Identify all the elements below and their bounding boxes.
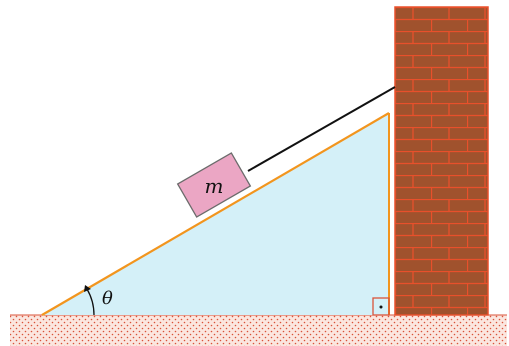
- right-angle-dot: [379, 305, 383, 309]
- ground: [10, 315, 507, 346]
- angle-label: θ: [102, 288, 113, 309]
- angle-arrow-icon: [84, 285, 91, 292]
- block: [176, 152, 252, 218]
- incline-surface: [41, 112, 390, 316]
- rope: [247, 86, 396, 172]
- right-angle-marker-icon: [372, 297, 390, 316]
- brick-wall-icon: [394, 6, 489, 316]
- mass-label: m: [205, 174, 224, 198]
